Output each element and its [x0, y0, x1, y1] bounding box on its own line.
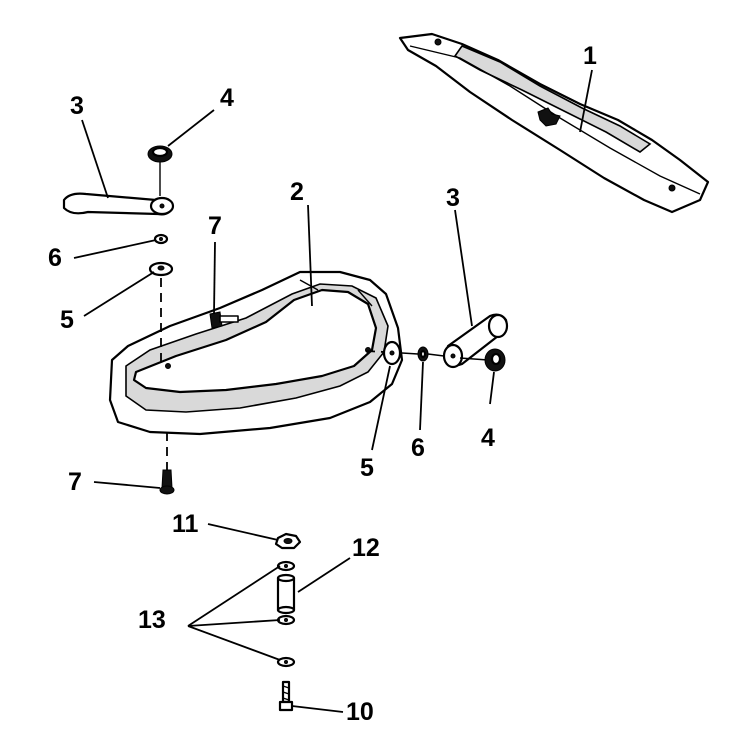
mower-blade	[398, 32, 710, 214]
bushing-right	[484, 348, 506, 372]
belt-guard	[108, 270, 404, 436]
nut	[274, 532, 302, 550]
callout-5-left: 5	[60, 306, 74, 334]
callout-10: 10	[346, 698, 374, 726]
spacer-washers	[276, 560, 296, 668]
callout-11: 11	[172, 510, 199, 538]
idler-arm-right	[442, 313, 509, 369]
callout-7-lower: 7	[68, 468, 82, 496]
screw-upper	[209, 311, 239, 329]
callout-7-upper: 7	[208, 212, 222, 240]
screw-lower	[159, 469, 175, 495]
shoulder-bolt	[278, 680, 294, 712]
spacer-tube	[276, 573, 296, 615]
callout-4-right: 4	[481, 424, 495, 452]
callout-12: 12	[352, 534, 380, 562]
callout-1: 1	[583, 42, 597, 70]
flat-washer-right	[365, 340, 419, 366]
washer-small-left	[153, 233, 169, 245]
callout-4-left: 4	[220, 84, 234, 112]
callout-5-right: 5	[360, 454, 374, 482]
leader-lines	[73, 69, 593, 713]
idler-arm-left	[62, 192, 175, 216]
bushing-left	[147, 145, 173, 196]
callout-2: 2	[290, 178, 304, 206]
callout-3-right: 3	[446, 184, 460, 212]
washer-small-right	[417, 346, 445, 362]
callout-6-left: 6	[48, 244, 62, 272]
callout-3-left: 3	[70, 92, 84, 120]
flat-washer-left	[148, 261, 174, 277]
callout-6-right: 6	[411, 434, 425, 462]
callout-13: 13	[138, 606, 166, 634]
